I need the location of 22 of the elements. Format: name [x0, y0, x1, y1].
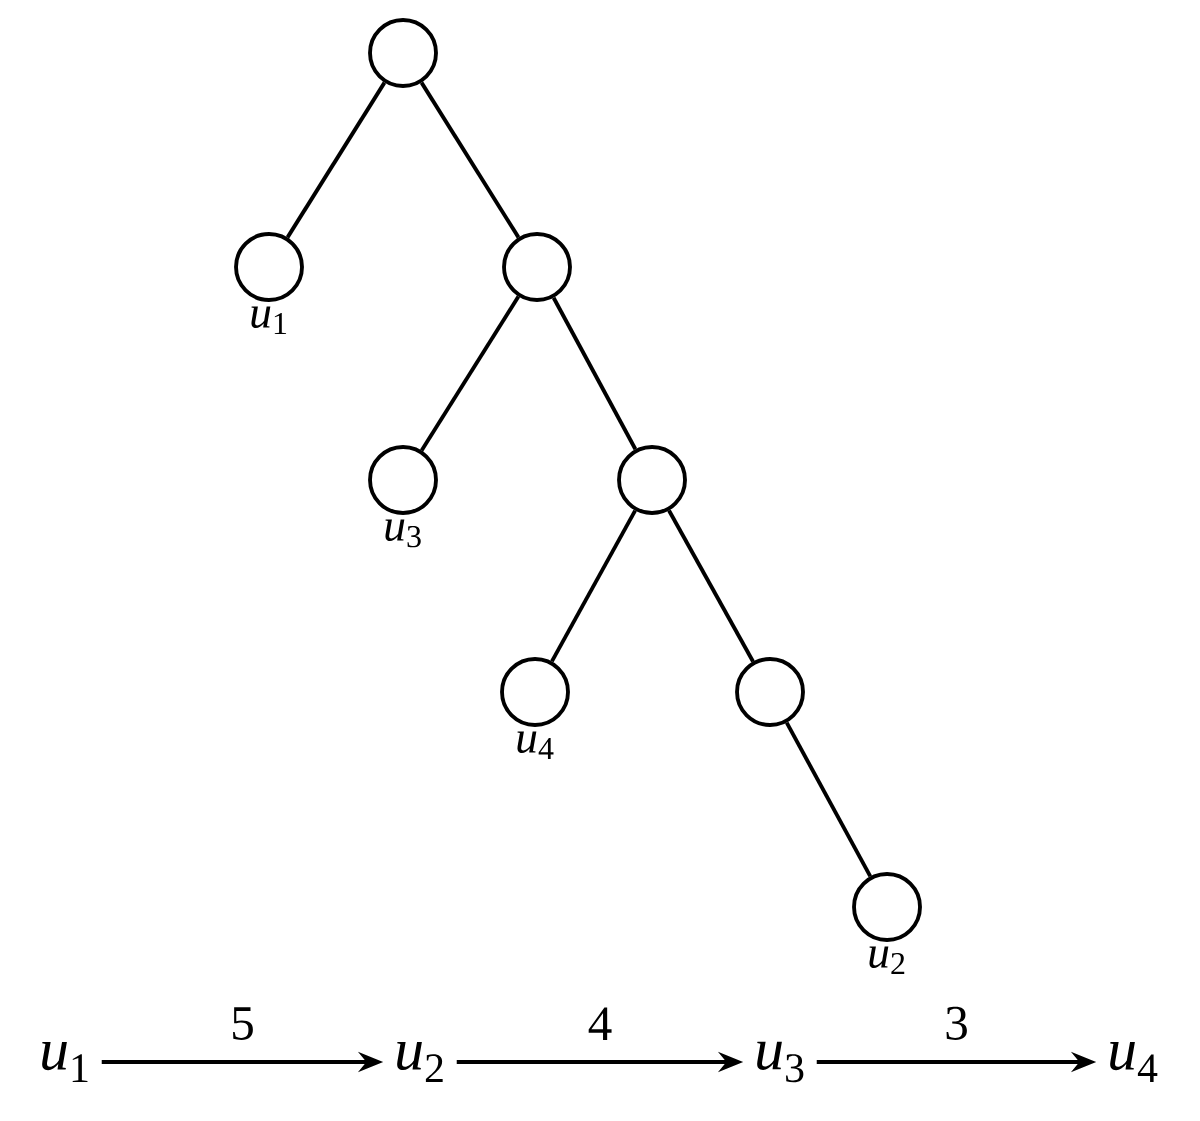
edge-label: 4	[588, 1007, 612, 1040]
circle-node	[502, 232, 572, 302]
tree-edge	[667, 509, 755, 663]
node-label: u$_{4}$	[1110, 1042, 1158, 1082]
tree-edge	[550, 509, 637, 663]
circle-node	[735, 657, 805, 727]
tree-edge	[419, 81, 521, 239]
tree-edge	[419, 295, 521, 452]
circle-node	[617, 445, 687, 515]
node-label: u$_{1}$	[42, 1042, 88, 1082]
edge-label: 5	[233, 1007, 253, 1040]
circle-node	[368, 18, 438, 88]
node-label: u$_{4}$	[517, 731, 554, 760]
node-label: u$_{3}$	[385, 519, 421, 548]
node-label: u$_{2}$	[397, 1041, 443, 1083]
tree-edge	[785, 721, 872, 878]
node-label: u$_{1}$	[251, 306, 287, 335]
node-label: u$_{3}$	[757, 1041, 804, 1083]
edge-label: 3	[946, 1006, 967, 1040]
tree-edge	[285, 81, 387, 239]
node-label: u$_{2}$	[869, 946, 905, 975]
tree-edge	[551, 296, 638, 451]
